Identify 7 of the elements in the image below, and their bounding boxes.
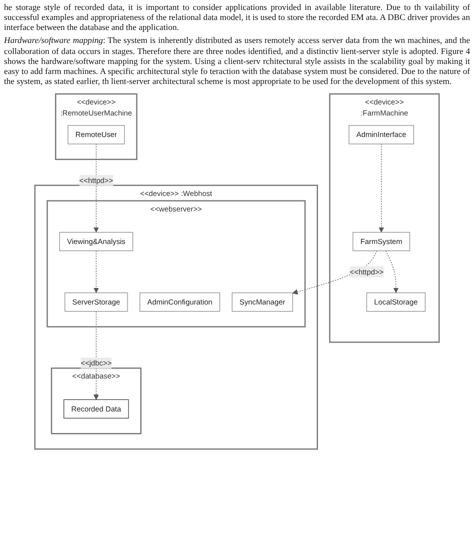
arrow <box>93 144 99 233</box>
arrow <box>386 250 399 294</box>
arrow <box>378 144 384 233</box>
arrow <box>93 311 99 400</box>
paragraph: Hardware/software mapping: The system is inherently distributed as users remotely access server data from the wn machines, and the collaboration of data occurs in stages. Therefore there are three nodes identified, and a distinctiv lient-server style is adopted. Figure 4 shows the hardware/software mapping for the system. Using a client-serv rchitectural style assists in the scalability goal by making it easy to add farm machines. A specific architectural style fo teraction with the database system must be considered. Due to the nature of the system, as stated earlier, th lient-server architectural scheme is most appropriate to be used for the development of this system. <box>4 35 470 86</box>
arrow <box>93 250 99 294</box>
paragraph: he storage style of recorded data, it is important to consider applications provided in available literature. Due to th vailability of successful examples and appropriateness of the relational data model, it is used to store the recorded EM ata. A DBC driver provides an interface between the database and the application. <box>4 2 470 32</box>
